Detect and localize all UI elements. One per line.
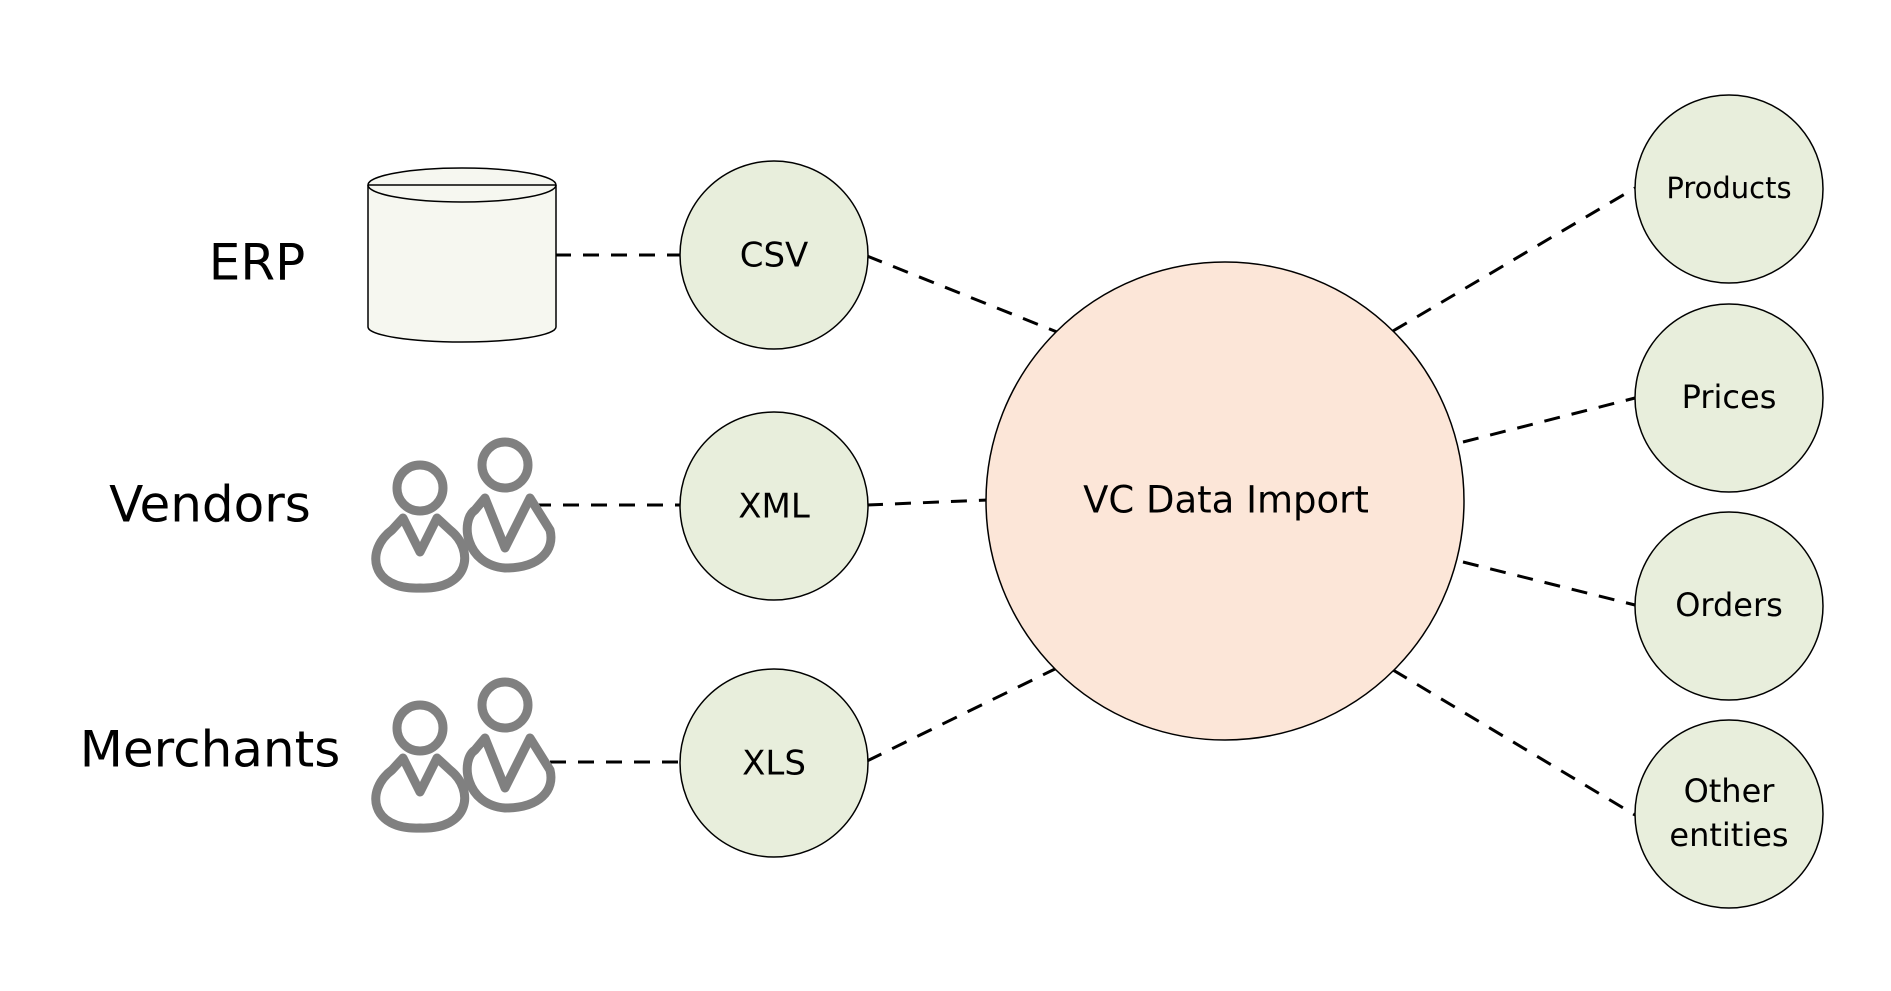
entity-label-entities: entities bbox=[1669, 816, 1788, 854]
hub-node: VC Data Import bbox=[985, 261, 1465, 741]
person-icon bbox=[371, 460, 470, 593]
connector-csv-hub bbox=[866, 254, 1058, 334]
format-node-xls: XLS bbox=[679, 668, 869, 858]
source-label-merchants: Merchants bbox=[80, 721, 341, 779]
format-node-xml: XML bbox=[679, 411, 869, 601]
entity-label-other: Other bbox=[1684, 772, 1776, 810]
connectors bbox=[535, 186, 1636, 817]
connector-hub-products bbox=[1392, 186, 1636, 333]
connector-hub-prices bbox=[1462, 396, 1636, 444]
source-label-vendors: Vendors bbox=[109, 476, 311, 534]
person-icon bbox=[462, 437, 556, 573]
people-icon bbox=[371, 437, 556, 593]
format-node-csv: CSV bbox=[679, 160, 869, 350]
person-icon bbox=[462, 677, 556, 813]
entity-node-prices: Prices bbox=[1634, 303, 1824, 493]
format-label-csv: CSV bbox=[740, 236, 809, 276]
connector-xml-hub bbox=[866, 498, 989, 507]
person-icon bbox=[371, 700, 470, 833]
entity-label-products: Products bbox=[1666, 171, 1791, 205]
format-label-xml: XML bbox=[738, 487, 810, 527]
entity-node-other-entities: Other entities bbox=[1634, 719, 1824, 909]
format-label-xls: XLS bbox=[742, 744, 806, 784]
connector-hub-orders bbox=[1462, 560, 1636, 607]
entity-node-products: Products bbox=[1634, 94, 1824, 284]
source-label-erp: ERP bbox=[209, 234, 305, 292]
entity-node-orders: Orders bbox=[1634, 511, 1824, 701]
entity-label-orders: Orders bbox=[1675, 586, 1783, 624]
database-icon bbox=[367, 167, 557, 343]
connector-hub-other-entities bbox=[1392, 668, 1636, 817]
entity-label-prices: Prices bbox=[1682, 378, 1777, 416]
people-icon bbox=[371, 677, 556, 833]
source-labels: ERP Vendors Merchants bbox=[80, 234, 341, 779]
connector-xls-hub bbox=[866, 666, 1058, 763]
hub-label: VC Data Import bbox=[1083, 479, 1369, 522]
